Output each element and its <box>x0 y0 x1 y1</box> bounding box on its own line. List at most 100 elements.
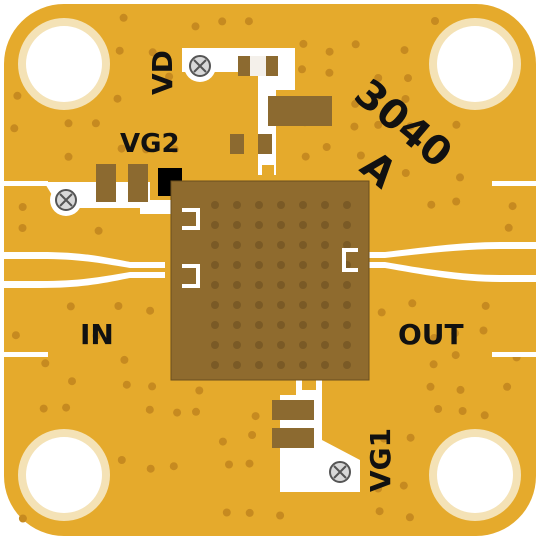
chip-via <box>211 261 219 269</box>
via <box>434 405 443 413</box>
chip-via <box>277 261 285 269</box>
chip-via <box>321 341 329 349</box>
via <box>245 508 254 517</box>
chip-via <box>255 261 263 269</box>
via <box>451 329 460 338</box>
chip-via <box>321 261 329 269</box>
via <box>148 48 157 57</box>
chip-via <box>299 301 307 309</box>
via <box>508 202 517 211</box>
via <box>408 299 417 308</box>
chip-via <box>299 361 307 369</box>
chip-via <box>277 361 285 369</box>
rf-out-trace <box>345 242 536 282</box>
via <box>18 514 27 523</box>
via <box>10 124 19 133</box>
mmic-chip <box>170 180 370 381</box>
chip-via <box>255 301 263 309</box>
chip-via <box>321 281 329 289</box>
chip-via <box>321 201 329 209</box>
chip-via <box>255 221 263 229</box>
via <box>374 484 383 493</box>
chip-via <box>255 281 263 289</box>
via <box>373 92 382 101</box>
via <box>377 308 386 317</box>
via <box>245 459 254 468</box>
chip-via <box>343 341 351 349</box>
via <box>452 197 461 206</box>
via <box>451 351 460 360</box>
via <box>41 359 50 368</box>
vg1-capacitor-bottom <box>272 428 314 448</box>
chip-via <box>255 321 263 329</box>
chip-via <box>299 281 307 289</box>
via <box>452 120 461 129</box>
vg2-pad[interactable] <box>50 184 82 216</box>
chip-via <box>211 201 219 209</box>
chip-via <box>277 281 285 289</box>
via <box>165 72 174 81</box>
vd-resistor <box>230 134 272 154</box>
via <box>192 407 200 416</box>
chip-via <box>211 281 219 289</box>
via <box>298 65 306 74</box>
via <box>117 144 126 153</box>
via <box>458 407 467 415</box>
via <box>401 169 410 177</box>
chip-via <box>277 241 285 249</box>
via <box>18 224 27 232</box>
via <box>351 40 360 49</box>
mounting-hole-top-right <box>429 18 521 110</box>
via <box>299 39 308 48</box>
via <box>218 437 227 446</box>
via <box>427 200 436 209</box>
chip-via <box>233 241 241 249</box>
chip-via <box>343 301 351 309</box>
via <box>225 460 233 469</box>
via <box>322 143 331 151</box>
via <box>146 306 155 315</box>
via <box>13 91 22 100</box>
via <box>66 302 75 311</box>
via <box>68 377 76 386</box>
chip-via <box>277 341 285 349</box>
chip-via <box>233 281 241 289</box>
via <box>11 331 20 340</box>
vd-pad[interactable] <box>184 50 216 82</box>
chip-via <box>233 301 241 309</box>
chip-via <box>343 361 351 369</box>
vd-capacitor-small <box>238 56 278 76</box>
via <box>375 507 384 516</box>
via <box>480 411 489 420</box>
vg1-label: VG1 <box>364 428 397 492</box>
chip-via <box>233 361 241 369</box>
chip-via <box>233 341 241 349</box>
via <box>374 120 383 129</box>
via <box>173 408 182 417</box>
via <box>113 94 122 103</box>
chip-via <box>321 361 329 369</box>
vd-capacitor-large <box>268 96 332 126</box>
via <box>276 511 285 520</box>
via <box>479 326 488 335</box>
via <box>218 17 227 26</box>
via <box>251 412 260 421</box>
chip-via <box>233 261 241 269</box>
via <box>406 122 415 131</box>
via <box>404 74 412 83</box>
via <box>405 513 414 522</box>
via <box>169 462 178 471</box>
chip-via <box>299 241 307 249</box>
chip-via <box>255 241 263 249</box>
chip-via <box>343 221 351 229</box>
vg2-capacitor <box>96 164 148 202</box>
chip-via <box>343 281 351 289</box>
chip-via <box>321 301 329 309</box>
via <box>170 145 179 154</box>
vg1-capacitor-top <box>272 400 314 420</box>
via <box>356 151 365 160</box>
via <box>431 17 439 25</box>
vg1-pad[interactable] <box>324 456 356 488</box>
via <box>380 434 388 443</box>
